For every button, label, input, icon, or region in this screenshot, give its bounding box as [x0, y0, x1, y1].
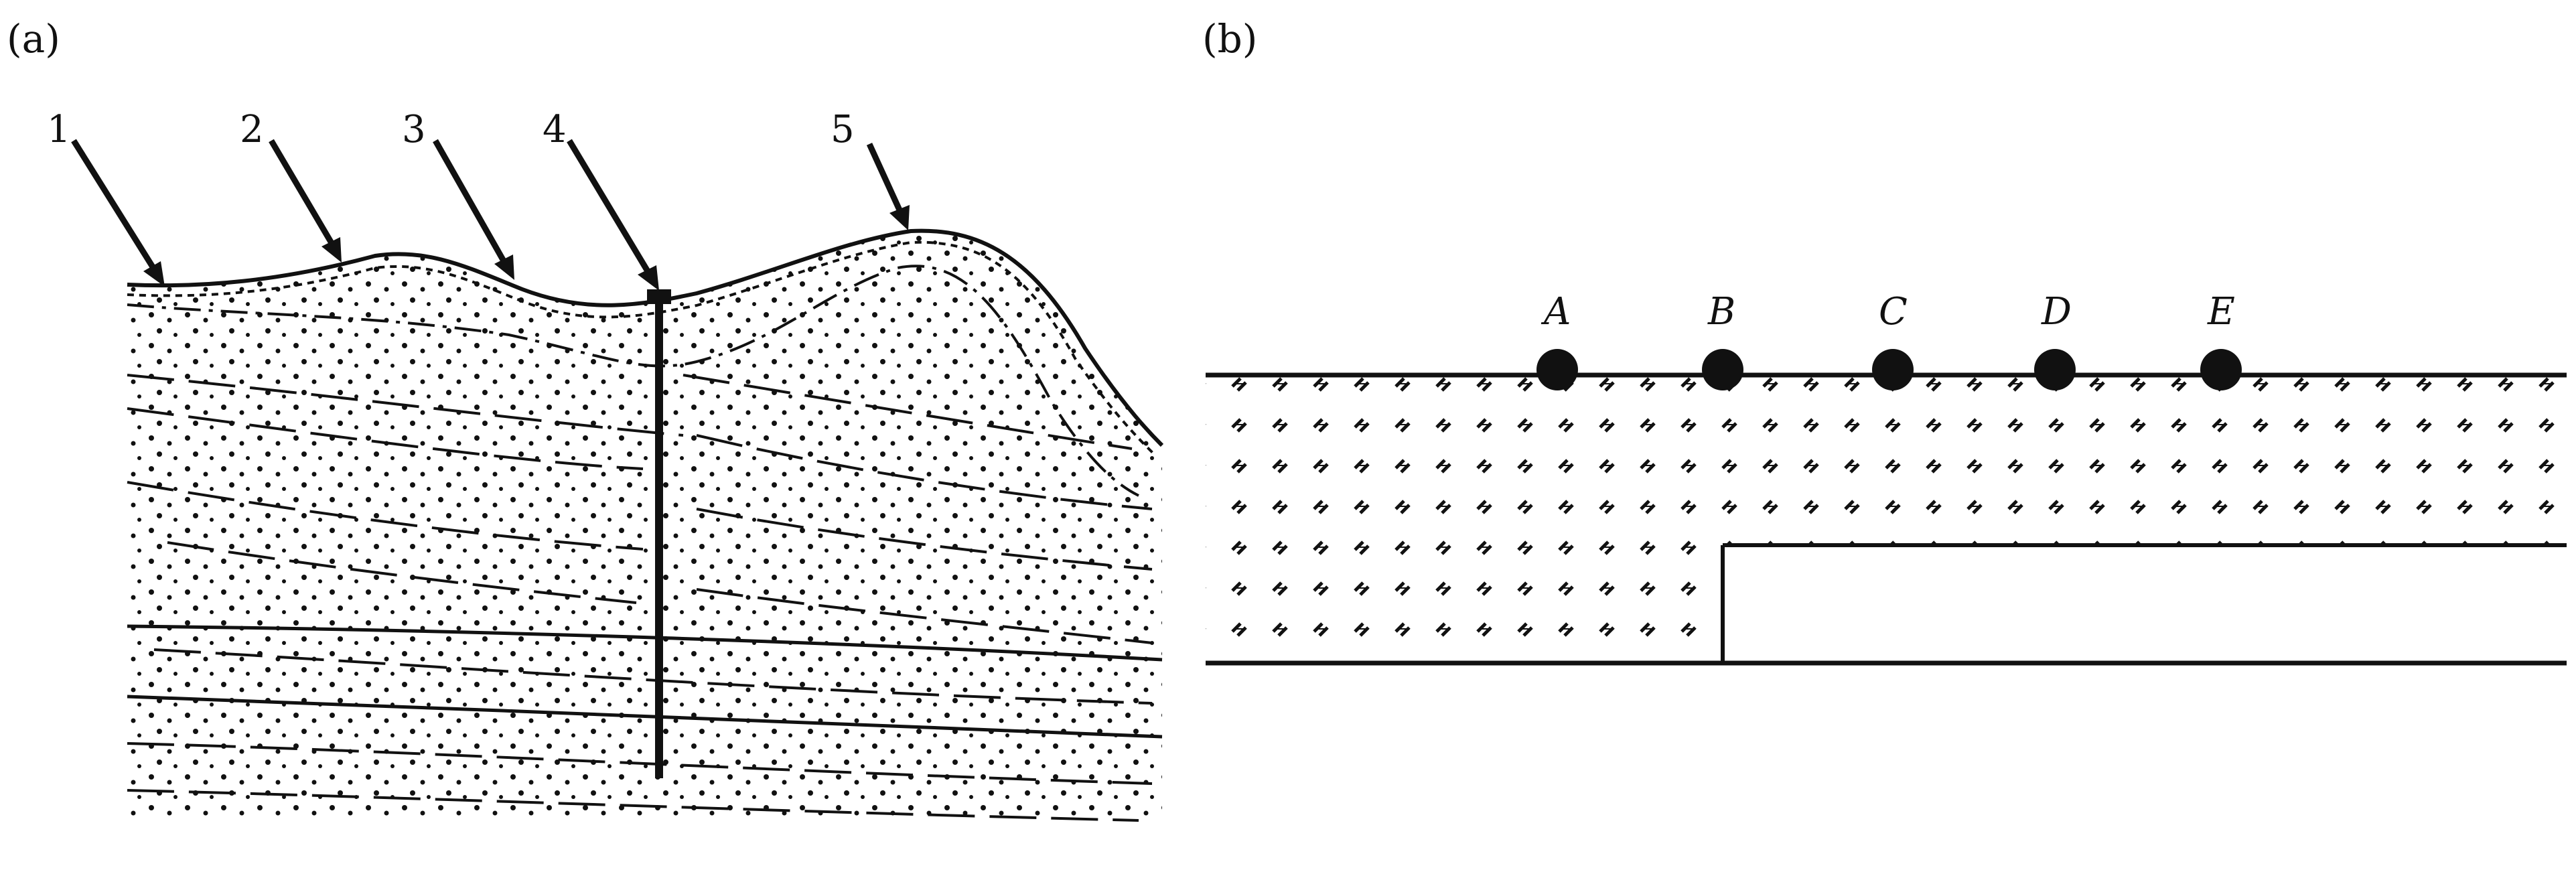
point-b-label: B	[1707, 290, 1735, 334]
panel-b-label: (b)	[1202, 16, 1257, 62]
point-c-label: C	[1879, 290, 1908, 334]
upper-layer-hatch	[1206, 376, 2565, 545]
marker-4-label: 4	[543, 108, 567, 151]
ground-surface	[127, 228, 1164, 447]
inner-boundary	[127, 265, 1139, 497]
marker-arrows	[71, 139, 910, 291]
point-a-label: A	[1541, 290, 1571, 334]
point-c-marker	[1872, 349, 1914, 390]
point-e-marker	[2200, 349, 2242, 390]
point-d-marker	[2034, 349, 2076, 390]
point-d-label: D	[2041, 290, 2072, 334]
measurement-points	[1536, 349, 2242, 390]
lower-left-hatch	[1206, 545, 1723, 663]
sediment-body	[127, 230, 1162, 821]
bedding-lines	[127, 374, 1163, 822]
panel-b: (b) A B C D E	[1202, 16, 2567, 666]
point-a-marker	[1536, 349, 1578, 390]
point-e-label: E	[2207, 290, 2235, 334]
marker-1-label: 1	[47, 108, 71, 151]
well-head	[647, 289, 671, 304]
marker-5-label: 5	[831, 108, 855, 151]
marker-2-label: 2	[240, 108, 264, 151]
panel-a: (a)	[7, 16, 1164, 822]
panel-a-label: (a)	[7, 16, 60, 62]
point-b-marker	[1702, 349, 1743, 390]
surface-crust	[127, 240, 1157, 457]
marker-3-label: 3	[402, 108, 426, 151]
